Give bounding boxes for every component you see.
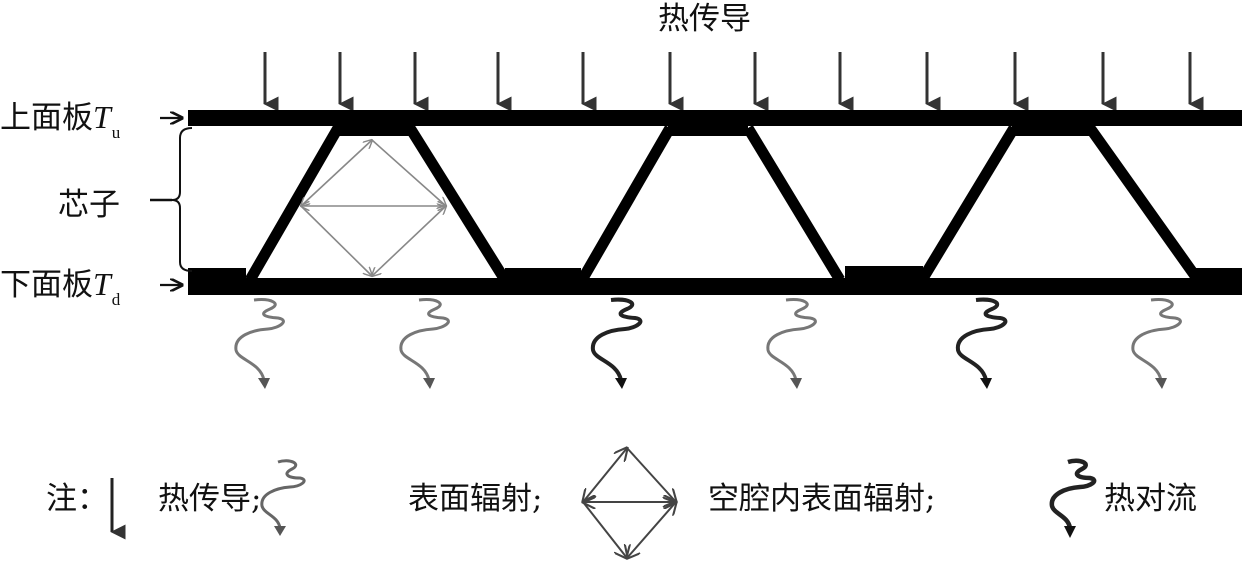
legend-label-convection: 热对流	[1104, 481, 1197, 517]
upper-face-sheet	[188, 110, 1242, 126]
lower-panel-subscript: d	[111, 290, 121, 309]
conduction-arrows	[263, 52, 1204, 112]
legend-label-cavity-radiation: 空腔内表面辐射;	[708, 481, 936, 517]
convection-wavy-arrow	[590, 297, 643, 389]
diamond-arrows-icon	[583, 448, 676, 558]
legend-label-surface-radiation: 表面辐射;	[408, 481, 543, 517]
corrugated-core	[188, 124, 1242, 280]
core-label: 芯子	[58, 187, 120, 223]
bottom-emitters	[234, 297, 1182, 389]
surface-radiation-wavy-arrow	[234, 298, 285, 389]
upper-panel-subscript: u	[111, 123, 121, 142]
diagram-title: 热传导	[658, 1, 751, 37]
surface-radiation-wavy-arrow	[399, 298, 450, 389]
lower-panel-symbol: T	[93, 266, 111, 302]
core-brace	[171, 127, 193, 272]
upper-panel-symbol: T	[93, 99, 111, 135]
legend-icons	[110, 448, 1097, 558]
legend-prefix: 注：	[46, 481, 108, 517]
cavity-radiation-arrows	[301, 140, 446, 276]
surface-radiation-wavy-arrow	[766, 298, 817, 389]
lower-face-sheet	[188, 278, 1242, 295]
light-wavy-arrow-icon	[260, 459, 306, 536]
label-pointers	[150, 118, 193, 285]
legend-label-conduction: 热传导;	[158, 481, 262, 517]
lower-panel-label: 下面板Td	[0, 268, 120, 308]
surface-radiation-wavy-arrow	[1131, 298, 1182, 389]
dark-wavy-arrow-icon	[1049, 458, 1097, 538]
upper-panel-text: 上面板	[0, 100, 93, 136]
lower-panel-text: 下面板	[0, 267, 93, 303]
upper-panel-label: 上面板Tu	[0, 101, 120, 141]
convection-wavy-arrow	[955, 297, 1008, 389]
core-webs	[245, 124, 1203, 284]
